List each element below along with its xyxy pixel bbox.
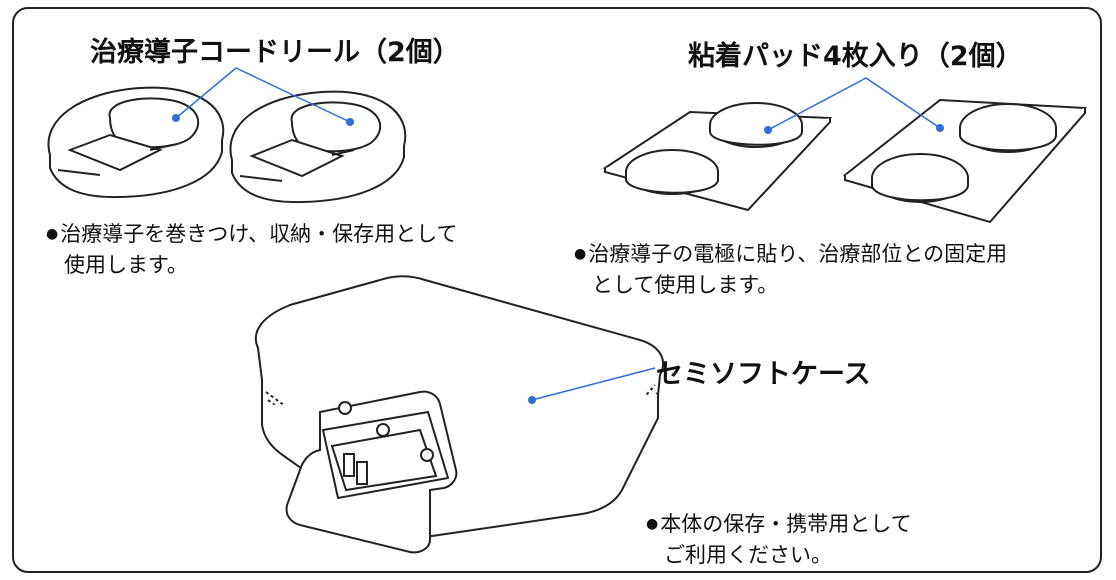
cord-reel-note: ●治療導子を巻きつけ、収納・保存用として 使用します。 xyxy=(46,220,458,279)
figure-frame xyxy=(12,7,1102,573)
leader-lines xyxy=(175,67,941,401)
adhesive-pad-note: ●治療導子の電極に貼り、治療部位との固定用 として使用します。 xyxy=(574,240,1007,299)
bullet-icon: ● xyxy=(574,246,587,262)
semi-soft-case-note-line1: 本体の保存・携帯用として xyxy=(660,512,912,536)
adhesive-pad-tray-right xyxy=(842,98,1088,224)
cord-reel-note-line2: 使用します。 xyxy=(64,253,188,277)
adhesive-pad-note-line1: 治療導子の電極に貼り、治療部位との固定用 xyxy=(588,242,1008,266)
bullet-icon: ● xyxy=(646,516,659,532)
semi-soft-case xyxy=(254,275,665,554)
adhesive-pad-note-line2: として使用します。 xyxy=(592,273,779,297)
semi-soft-case-note-line2: ご利用ください。 xyxy=(664,543,832,567)
cord-reel-left xyxy=(47,86,225,199)
leader-dots xyxy=(172,114,944,404)
semi-soft-case-note: ●本体の保存・携帯用として ご利用ください。 xyxy=(646,510,912,569)
semi-soft-case-title: セミソフトケース xyxy=(656,359,871,390)
adhesive-pad-title: 粘着パッド4枚入り（2個） xyxy=(688,41,1023,72)
adhesive-pad-tray-left xyxy=(602,102,833,212)
cord-reel-note-line1: 治療導子を巻きつけ、収納・保存用として xyxy=(60,222,458,246)
cord-reel-title: 治療導子コードリール（2個） xyxy=(90,37,460,68)
bullet-icon: ● xyxy=(46,226,59,242)
cord-reel-right xyxy=(229,90,407,204)
